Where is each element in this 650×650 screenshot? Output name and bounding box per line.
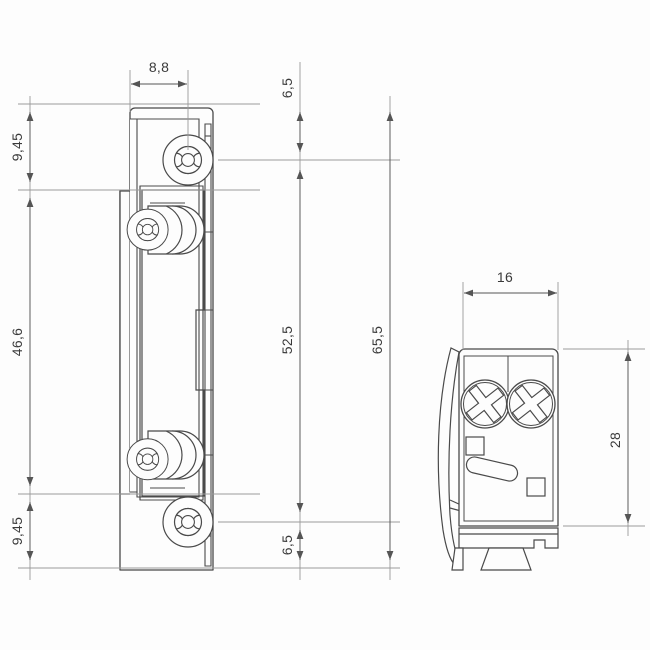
front-view [119, 107, 214, 571]
front-slot-marks [150, 202, 185, 489]
side-base-plate [458, 527, 559, 549]
dim-front-left-middle: 46,6 [9, 328, 25, 356]
dim-side-height: 28 [607, 432, 623, 448]
side-latch-tail [451, 547, 464, 571]
side-square-hole-upper [465, 436, 485, 456]
side-view [437, 347, 560, 571]
dim-front-right-middle: 52,5 [279, 326, 295, 354]
front-screw-middle-upper [126, 205, 205, 255]
dim-front-left-bottom: 9,45 [9, 517, 25, 545]
side-inner-frame [463, 355, 554, 522]
dim-front-left-top: 9,45 [9, 133, 25, 161]
dimension-labels: 8,8 9,45 46,6 9,45 6,5 52,5 6,5 65,5 16 … [9, 59, 623, 555]
front-screw-bottom [162, 496, 214, 548]
side-mounting-foot [480, 547, 532, 571]
dimension-arrows [26, 80, 632, 560]
dim-front-right-bottom: 6,5 [279, 535, 295, 555]
dim-front-right-top: 6,5 [279, 78, 295, 98]
front-screw-middle-lower [126, 430, 205, 481]
dim-side-width: 16 [497, 269, 513, 285]
side-slot-hole [465, 456, 519, 482]
dim-front-overall-height: 65,5 [369, 326, 385, 354]
side-square-hole-lower [526, 477, 546, 497]
side-latch-arc [437, 347, 463, 566]
dim-front-top-width: 8,8 [149, 59, 169, 75]
